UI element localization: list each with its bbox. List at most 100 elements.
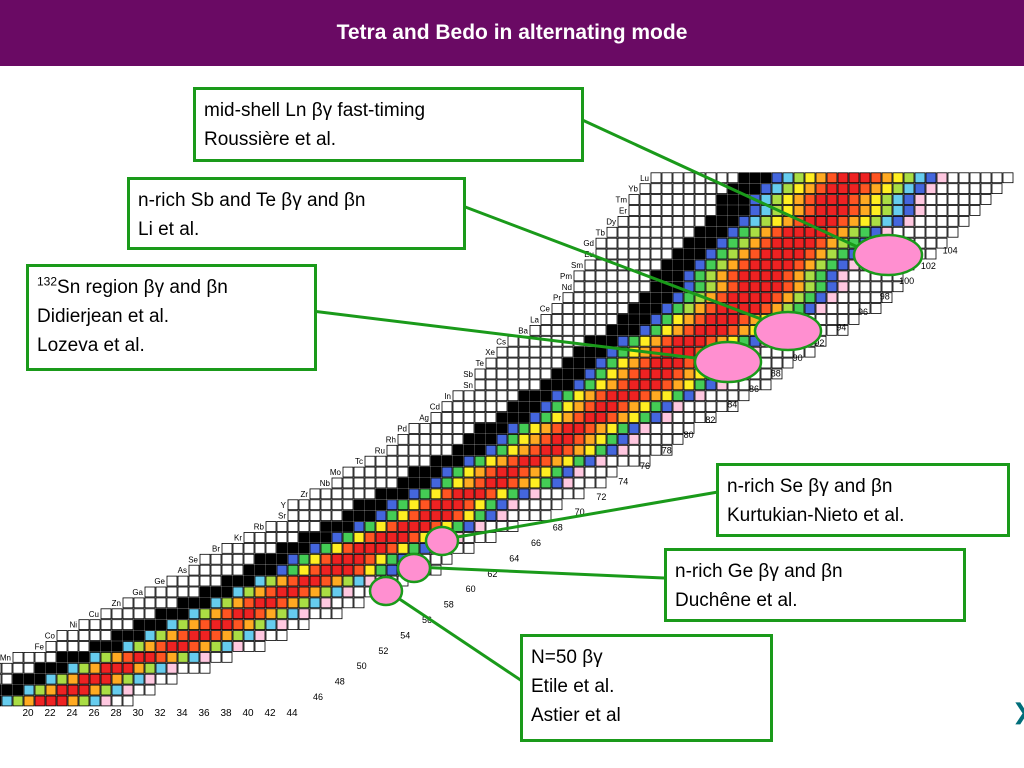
neutron-axis-label: 22: [44, 708, 56, 719]
nuclide-cell: [705, 270, 717, 282]
neutron-number-label: 58: [444, 600, 454, 610]
nuclide-cells: [0, 172, 1014, 707]
nuclide-cell: [661, 205, 673, 216]
nuclide-cell: [397, 433, 409, 445]
nuclide-cell: [650, 390, 662, 402]
nuclide-cell: [540, 444, 552, 456]
nuclide-cell: [298, 619, 310, 631]
neutron-number-label: 48: [335, 677, 345, 687]
nuclide-cell: [265, 543, 277, 554]
nuclide-cell: [342, 564, 354, 576]
element-label: Te: [476, 359, 485, 368]
nuclide-cell: [584, 259, 596, 271]
nuclide-cell: [254, 575, 266, 587]
nuclide-cell: [111, 673, 123, 685]
nuclide-cell: [804, 205, 816, 216]
nuclide-cell: [595, 346, 607, 358]
connector-line: [385, 588, 529, 687]
nuclide-cell: [639, 423, 651, 434]
nuclide-cell: [705, 314, 717, 325]
nuclide-cell: [1, 662, 13, 674]
nuclide-cell: [705, 248, 717, 260]
nuclide-cell: [485, 357, 497, 369]
element-label: Cu: [89, 610, 99, 619]
nuclide-cell: [738, 248, 750, 260]
nuclide-cell: [353, 575, 365, 587]
nuclide-cell: [848, 194, 860, 205]
nuclide-cell: [78, 662, 90, 674]
nuclide-cell: [496, 521, 508, 532]
nuclide-cell: [760, 292, 772, 304]
nuclide-cell: [595, 303, 607, 314]
nuclide-cell: [903, 215, 915, 227]
nuclide-cell: [837, 215, 849, 227]
nuclide-cell: [386, 444, 398, 456]
nuclide-cell: [837, 194, 849, 205]
neutron-number-label: 84: [727, 399, 737, 409]
nuclide-cell: [199, 608, 211, 620]
nuclide-cell: [386, 466, 398, 478]
nuclide-cell: [155, 597, 167, 609]
nuclide-cell: [661, 237, 673, 249]
nuclide-cell: [441, 433, 453, 445]
nuclide-cell: [89, 673, 101, 685]
nuclide-cell: [430, 488, 442, 500]
nuclide-cell: [573, 303, 585, 314]
nuclide-cell: [265, 586, 277, 598]
nuclide-cell: [606, 412, 618, 423]
nuclide-cell: [617, 292, 629, 304]
nuclide-cell: [485, 444, 497, 456]
nuclide-cell: [551, 477, 563, 489]
nuclide-cell: [243, 564, 255, 576]
nuclide-cell: [56, 684, 68, 696]
nuclide-cell: [903, 226, 915, 238]
nuclide-cell: [749, 292, 761, 304]
nuclide-cell: [419, 477, 431, 489]
nuclide-cell: [45, 641, 57, 652]
element-label: Kr: [234, 534, 242, 543]
neutron-number-label: 56: [422, 615, 432, 625]
nuclide-cell: [309, 553, 321, 565]
nuclide-cell: [562, 292, 574, 304]
nuclide-cell: [419, 499, 431, 511]
nuclide-cell: [672, 335, 684, 347]
nuclide-cell: [727, 226, 739, 238]
nuclide-cell: [507, 346, 519, 358]
nuclide-cell: [628, 433, 640, 445]
nuclide-cell: [617, 433, 629, 445]
nuclide-cell: [595, 466, 607, 478]
nuclide-cell: [144, 630, 156, 641]
nuclide-cell: [705, 205, 717, 216]
neutron-number-label: 102: [921, 261, 936, 271]
element-label: Ba: [518, 326, 528, 335]
nuclide-cell: [617, 324, 629, 336]
nuclide-cell: [617, 412, 629, 423]
nuclide-cell: [309, 564, 321, 576]
nuclide-cell: [815, 215, 827, 227]
nuclide-cell: [595, 314, 607, 325]
nuclide-cell: [485, 401, 497, 413]
nuclide-cell: [562, 368, 574, 380]
nuclide-cell: [166, 662, 178, 674]
nuclide-cell: [89, 695, 101, 707]
nuclide-cell: [45, 695, 57, 707]
nuclide-cell: [67, 662, 79, 674]
nuclide-cell: [672, 390, 684, 402]
nuclide-cell: [661, 379, 673, 391]
nuclide-cell: [133, 619, 145, 631]
nuclide-cell: [540, 433, 552, 445]
nuclide-cell: [221, 553, 233, 565]
nuclide-cell: [958, 194, 970, 205]
nuclide-cell: [331, 553, 343, 565]
nuclide-cell: [551, 379, 563, 391]
nuclide-cell: [771, 281, 783, 293]
nuclide-cell: [595, 477, 607, 489]
nuclide-cell: [870, 194, 882, 205]
nuclide-cell: [716, 205, 728, 216]
nuclide-cell: [628, 292, 640, 304]
nuclide-cell: [947, 172, 959, 184]
nuclide-cell: [507, 477, 519, 489]
nuclide-cell: [408, 488, 420, 500]
nuclide-cell: [331, 499, 343, 511]
marker-ge: [396, 552, 432, 584]
